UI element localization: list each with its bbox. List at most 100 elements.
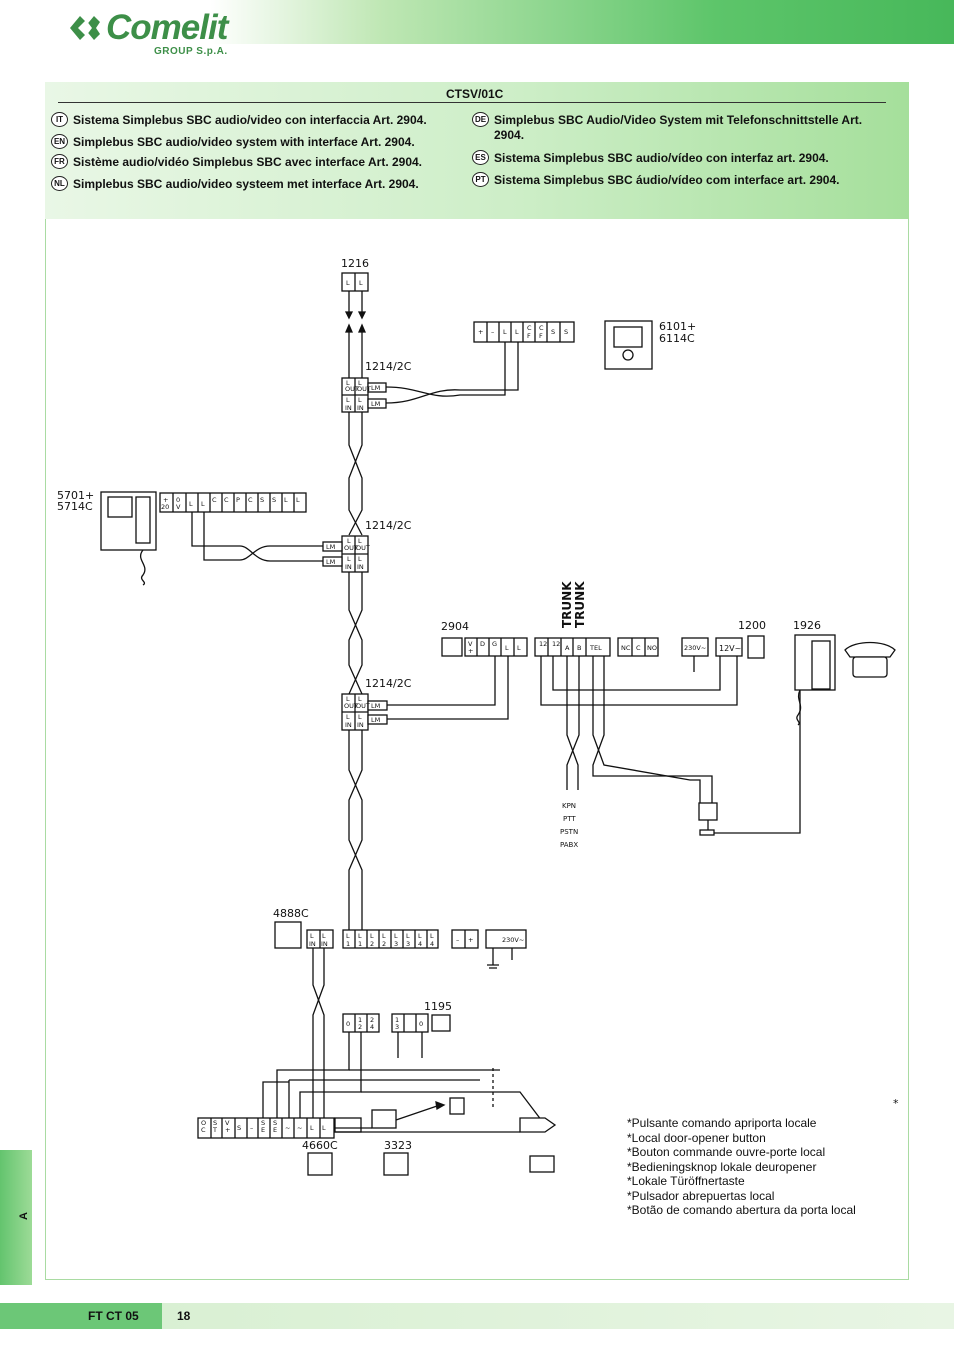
svg-text:IN: IN [345,563,352,571]
svg-text:LM: LM [326,543,335,551]
svg-text:V: V [176,503,181,511]
svg-text:L: L [284,496,288,504]
svg-text:F: F [527,332,531,340]
svg-text:L: L [346,932,350,940]
svg-text:1: 1 [358,940,362,948]
label-1216: 1216 [341,257,369,270]
lang-badge-es: ES [472,150,489,165]
page-number: 18 [177,1309,191,1323]
svg-text:1: 1 [358,1016,362,1024]
svg-text:4: 4 [418,940,422,948]
svg-text:L: L [358,932,362,940]
svg-text:4: 4 [370,1023,374,1031]
svg-text:C: C [248,496,253,504]
svg-text:C: C [539,324,544,332]
svg-text:–: – [491,328,494,336]
svg-text:L: L [346,396,350,404]
svg-text:A: A [565,644,570,652]
svg-text:C: C [636,644,641,652]
svg-text:3: 3 [406,940,410,948]
desc-es: Sistema Simplebus SBC audio/vídeo con in… [494,151,829,165]
svg-text:F: F [539,332,543,340]
svg-text:S: S [273,1119,277,1127]
svg-text:V: V [468,640,473,648]
svg-text:S: S [260,496,264,504]
svg-text:P: P [236,496,240,504]
svg-text:L: L [406,932,410,940]
svg-text:L: L [517,644,521,652]
footnote-nl: *Bedieningsknop lokale deuropener [627,1159,817,1174]
svg-text:IN: IN [357,563,364,571]
svg-text:IN: IN [309,940,316,948]
lang-badge-it: IT [51,112,68,127]
svg-text:B: B [577,644,581,652]
svg-text:L: L [358,537,362,545]
label-kpn: KPN [562,802,576,810]
svg-text:2: 2 [358,1023,362,1031]
brand-logo: Comelit GROUP S.p.A. [66,6,246,58]
brand-group: GROUP S.p.A. [154,46,228,57]
svg-text:LM: LM [371,400,380,408]
svg-text:C: C [224,496,229,504]
label-5714c: 5714C [57,500,93,513]
section-tab: A [0,1150,32,1285]
label-1214-b: 1214/2C [365,519,412,532]
svg-text:OUT: OUT [344,702,358,710]
label-trunk-1: TRUNK [560,581,574,628]
svg-text:1: 1 [395,1016,399,1024]
svg-text:IN: IN [345,721,352,729]
desc-en: Simplebus SBC audio/video system with in… [73,135,415,149]
svg-text:L: L [370,932,374,940]
footnote-list: *Pulsante comando apriporta locale *Loca… [627,1116,856,1218]
svg-text:L: L [347,537,351,545]
svg-text:20: 20 [161,503,169,511]
svg-text:L: L [358,379,362,387]
svg-text:+: + [468,936,473,944]
footer-code: FT CT 05 [88,1309,139,1323]
svg-text:S: S [564,328,568,336]
label-1214-c: 1214/2C [365,677,412,690]
brand-name: Comelit [106,8,228,47]
desc-fr: Sistème audio/vidéo Simplebus SBC avec i… [73,155,423,169]
svg-text:12: 12 [539,640,547,648]
footnote-en: *Local door-opener button [627,1130,766,1145]
svg-text:O: O [201,1119,206,1127]
svg-text:IN: IN [321,940,328,948]
svg-text:1: 1 [346,940,350,948]
svg-text:IN: IN [357,404,364,412]
svg-text:*: * [893,1097,899,1110]
svg-text:L: L [310,932,314,940]
svg-text:L: L [505,644,509,652]
label-1200: 1200 [738,619,766,632]
lang-badge-fr: FR [51,154,68,169]
svg-text:L: L [359,279,363,287]
svg-text:2: 2 [382,940,386,948]
svg-text:L: L [382,932,386,940]
desc-it: Sistema Simplebus SBC audio/video con in… [73,113,427,127]
svg-text:L: L [418,932,422,940]
svg-text:C: C [201,1126,206,1134]
label-1195: 1195 [424,1000,452,1013]
svg-text:LM: LM [326,558,335,566]
footnote-es: *Pulsador abrepuertas local [627,1188,775,1203]
svg-text:S: S [261,1119,265,1127]
desc-pt: Sistema Simplebus SBC áudio/vídeo com in… [494,173,840,187]
lang-badge-en: EN [51,134,68,149]
svg-text:0: 0 [346,1020,350,1028]
svg-text:OUT: OUT [345,385,359,393]
svg-text:S: S [213,1119,217,1127]
svg-text:TEL: TEL [589,644,602,652]
svg-text:0: 0 [419,1020,423,1028]
section-tab-label: A [17,1212,30,1220]
label-ptt: PTT [563,815,576,823]
svg-text:L: L [503,328,507,336]
label-4660c: 4660C [302,1139,338,1152]
svg-text:IN: IN [345,404,352,412]
label-1926: 1926 [793,619,821,632]
footnote-de: *Lokale Türöffnertaste [627,1174,745,1188]
svg-text:OUT: OUT [344,544,358,552]
svg-text:2: 2 [370,1016,374,1024]
lang-badge-pt: PT [472,172,489,187]
footer-bar [0,1303,954,1329]
